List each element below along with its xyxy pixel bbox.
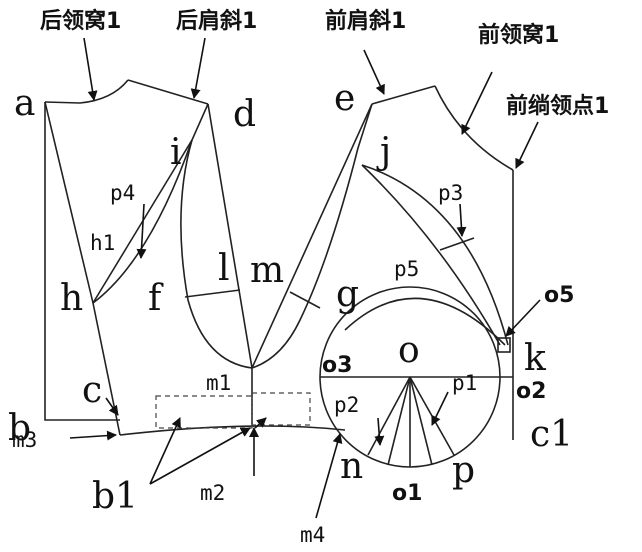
- arrow-front-shoulder: [364, 50, 384, 94]
- arrow-p3: [460, 204, 462, 236]
- dashed-box-left: [156, 396, 252, 428]
- arrow-m4: [316, 434, 340, 518]
- label-p5: p5: [394, 257, 419, 281]
- label-p2: p2: [334, 393, 359, 417]
- label-h1: h1: [90, 231, 115, 255]
- arrow-p1: [432, 392, 448, 425]
- radial-line-right: [410, 377, 454, 455]
- label-o5: o5: [544, 283, 574, 308]
- label-d: d: [233, 94, 256, 135]
- label-l: l: [218, 248, 230, 289]
- label-o1: o1: [392, 481, 422, 506]
- label-o2: o2: [516, 379, 546, 404]
- front-neck-curve: [435, 86, 513, 170]
- callout-back-shoulder: 后肩斜1: [176, 8, 257, 34]
- label-m3: m3: [12, 428, 37, 452]
- label-p: p: [452, 450, 475, 491]
- jk-lower-curve: [362, 165, 500, 345]
- arrow-back-neck: [84, 38, 94, 100]
- label-e: e: [334, 78, 355, 119]
- label-j: j: [376, 131, 391, 172]
- label-p1: p1: [452, 371, 477, 395]
- label-m2: m2: [200, 481, 225, 505]
- label-h: h: [60, 278, 83, 319]
- back-neck-curve: [45, 80, 128, 103]
- l-line: [185, 290, 240, 297]
- label-a: a: [14, 83, 35, 124]
- label-i: i: [170, 132, 182, 173]
- label-o3: o3: [322, 353, 352, 378]
- back-inner-seam: [208, 104, 252, 368]
- label-p4: p4: [110, 181, 135, 205]
- label-c1: c1: [530, 414, 573, 455]
- callout-front-neck: 前领窝1: [478, 22, 559, 48]
- dashed-box-right: [252, 393, 310, 425]
- m-line: [290, 292, 320, 308]
- label-c: c: [82, 370, 102, 411]
- p5-tick: [440, 238, 474, 250]
- arrow-b1-left: [150, 418, 180, 484]
- arrow-m3: [70, 435, 116, 438]
- arrow-b1-right: [150, 428, 250, 484]
- label-m4: m4: [300, 523, 325, 547]
- hem-curve: [120, 426, 345, 435]
- label-o: o: [398, 330, 420, 371]
- label-f: f: [148, 278, 164, 319]
- label-m: m: [250, 250, 284, 291]
- arrow-p2: [378, 418, 380, 445]
- label-b1: b1: [92, 476, 138, 517]
- label-g: g: [336, 274, 359, 315]
- arrow-front-neck: [462, 72, 492, 134]
- callout-front-shoulder: 前肩斜1: [325, 8, 406, 34]
- arrow-c: [106, 398, 118, 415]
- callout-front-neck-point: 前绱领点1: [506, 93, 609, 119]
- arrow-p4: [141, 204, 144, 258]
- front-inner-seam: [252, 104, 372, 368]
- callout-back-neck: 后领窝1: [40, 8, 121, 34]
- jk-upper-curve: [362, 165, 508, 345]
- arrow-o5: [506, 300, 540, 336]
- label-p3: p3: [438, 181, 463, 205]
- label-n: n: [340, 446, 363, 487]
- label-m1: m1: [206, 371, 231, 395]
- radial-line-left: [368, 377, 410, 455]
- arrow-back-shoulder: [194, 38, 205, 98]
- arrow-front-neck-point: [516, 122, 538, 168]
- label-k: k: [524, 338, 547, 379]
